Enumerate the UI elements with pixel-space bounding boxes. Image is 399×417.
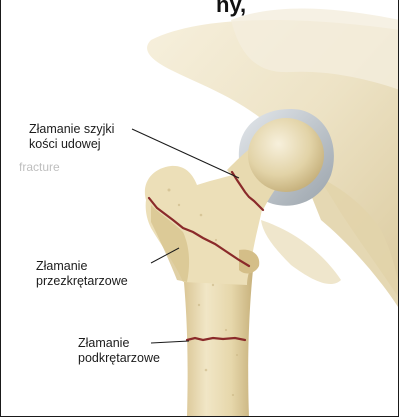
intertrochanteric-fracture-label: Złamanie przezkrętarzowe <box>36 259 128 289</box>
subtrochanteric-fracture-label: Złamanie podkrętarzowe <box>78 336 160 366</box>
subtrochanteric-label-line1: Złamanie <box>78 336 160 351</box>
neck-fracture-label: Złamanie szyjki kości udowej <box>29 122 114 152</box>
neck-fracture-label-line1: Złamanie szyjki <box>29 122 114 137</box>
subtrochanteric-label-line2: podkrętarzowe <box>78 351 160 366</box>
intertrochanteric-label-line1: Złamanie <box>36 259 128 274</box>
neck-fracture-label-line2: kości udowej <box>29 137 114 152</box>
faint-background-text: fracture <box>19 160 60 174</box>
intertrochanteric-label-line2: przezkrętarzowe <box>36 274 128 289</box>
